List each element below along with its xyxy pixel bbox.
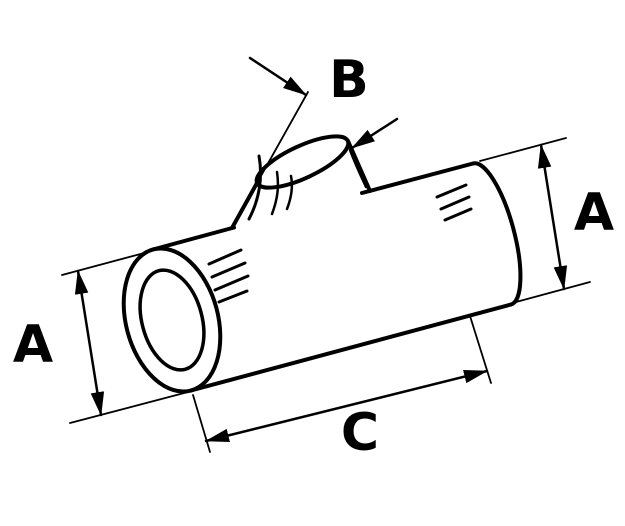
- drawing-lines: [61, 56, 591, 453]
- dim-b-leader-left-arrow: [248, 56, 308, 97]
- hatch-tick-left-2: [210, 261, 247, 279]
- branch-tube: [230, 134, 372, 230]
- branch-right-edge: [346, 139, 372, 193]
- hatch-tick-left-1: [207, 248, 243, 266]
- tube-opening-inner-edge: [138, 268, 206, 372]
- hatch-tick-left-3: [213, 274, 250, 292]
- surface-hatching: [207, 183, 473, 304]
- branch-crease-line-1: [270, 170, 280, 216]
- dim-c-arrow-line: [204, 369, 489, 443]
- hatch-tick-right-1: [435, 183, 468, 199]
- label-dim-a-left: A: [13, 315, 53, 375]
- tube-top-edge-left-segment: [151, 225, 236, 252]
- dim-a-right-arrow-line: [537, 143, 568, 291]
- dim-a-left-arrow-line: [74, 269, 105, 417]
- hatch-tick-left-4: [217, 289, 249, 304]
- hatch-tick-right-2: [439, 195, 471, 211]
- tube-top-edge-right-segment: [360, 161, 475, 195]
- branch-left-extension-line: [256, 91, 309, 184]
- branch-crease-line-2: [285, 174, 294, 211]
- dimension-labels: A A B C: [13, 50, 614, 463]
- label-dim-c: C: [341, 403, 379, 463]
- dim-b-leader-right-arrow: [350, 117, 399, 150]
- dim-c-extension-left: [192, 394, 211, 453]
- dim-a-left-extension-bottom: [69, 391, 189, 424]
- dim-a-right-extension-bottom: [515, 281, 591, 303]
- label-dim-b: B: [329, 50, 369, 110]
- hatch-tick-right-3: [443, 207, 473, 222]
- tube-right-end-cap: [471, 161, 523, 307]
- label-dim-a-right: A: [574, 183, 614, 243]
- branch-junction-curve-right: [348, 148, 368, 189]
- dim-a-right-extension-top: [479, 137, 567, 162]
- branch-junction-curve-left: [247, 154, 263, 221]
- branch-left-edge: [230, 181, 259, 230]
- dimension-lines: [74, 56, 568, 443]
